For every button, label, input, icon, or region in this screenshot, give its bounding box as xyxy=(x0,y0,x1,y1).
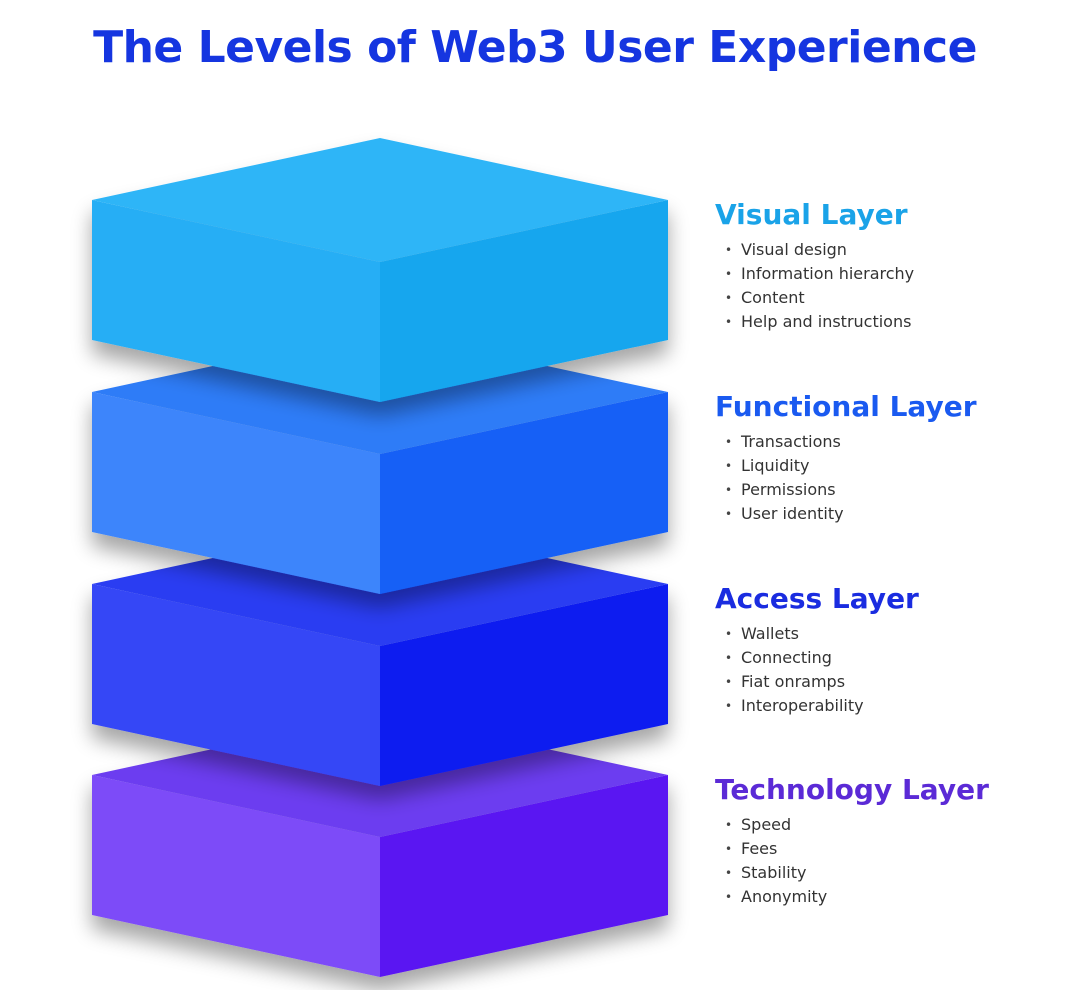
visual-layer-right-face xyxy=(380,200,668,402)
list-item: Stability xyxy=(725,861,1075,885)
list-item: Visual design xyxy=(725,238,1075,262)
list-item: Help and instructions xyxy=(725,310,1075,334)
list-item: Transactions xyxy=(725,430,1075,454)
list-item: User identity xyxy=(725,502,1075,526)
list-item: Fees xyxy=(725,837,1075,861)
access-layer-left-face xyxy=(92,584,380,786)
access-layer-title: Access Layer xyxy=(715,582,919,615)
list-item: Content xyxy=(725,286,1075,310)
technology-layer-list: Speed Fees Stability Anonymity xyxy=(715,813,1075,909)
visual-layer-info: Visual Layer Visual design Information h… xyxy=(715,198,1075,334)
technology-layer-right-face xyxy=(380,775,668,977)
list-item: Interoperability xyxy=(725,694,1075,718)
technology-layer-title: Technology Layer xyxy=(715,773,989,806)
functional-layer-list: Transactions Liquidity Permissions User … xyxy=(715,430,1075,526)
list-item: Liquidity xyxy=(725,454,1075,478)
technology-layer-left-face xyxy=(92,775,380,977)
functional-layer-title: Functional Layer xyxy=(715,390,977,423)
list-item: Anonymity xyxy=(725,885,1075,909)
functional-layer-info: Functional Layer Transactions Liquidity … xyxy=(715,390,1075,526)
list-item: Wallets xyxy=(725,622,1075,646)
technology-layer-info: Technology Layer Speed Fees Stability An… xyxy=(715,773,1075,909)
access-layer-info: Access Layer Wallets Connecting Fiat onr… xyxy=(715,582,1075,718)
visual-layer-block xyxy=(92,138,668,402)
functional-layer-left-face xyxy=(92,392,380,594)
access-layer-list: Wallets Connecting Fiat onramps Interope… xyxy=(715,622,1075,718)
list-item: Connecting xyxy=(725,646,1075,670)
visual-layer-left-face xyxy=(92,200,380,402)
functional-layer-right-face xyxy=(380,392,668,594)
list-item: Permissions xyxy=(725,478,1075,502)
list-item: Information hierarchy xyxy=(725,262,1075,286)
list-item: Speed xyxy=(725,813,1075,837)
list-item: Fiat onramps xyxy=(725,670,1075,694)
visual-layer-top-face xyxy=(92,138,668,262)
access-layer-right-face xyxy=(380,584,668,786)
visual-layer-list: Visual design Information hierarchy Cont… xyxy=(715,238,1075,334)
visual-layer-title: Visual Layer xyxy=(715,198,908,231)
page-title: The Levels of Web3 User Experience xyxy=(93,22,977,73)
